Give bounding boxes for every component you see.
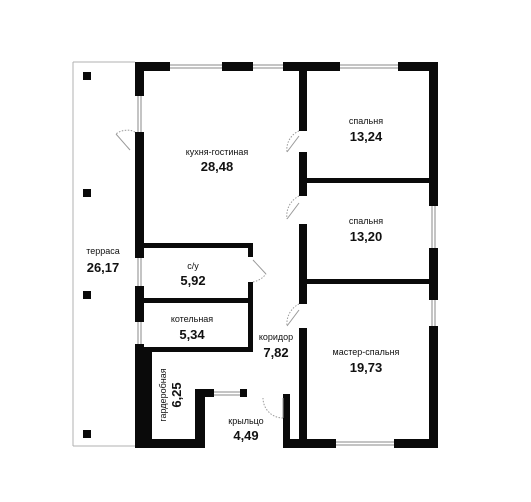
bedroom1-area: 13,24	[350, 129, 383, 144]
labels: терраса 26,17 кухня-гостиная 28,48 спаль…	[86, 116, 399, 443]
door	[115, 129, 136, 151]
boiler-area: 5,34	[179, 327, 205, 342]
bathroom-name: с/у	[187, 261, 199, 271]
wardrobe-area: 6,25	[169, 382, 184, 407]
bedroom2-name: спальня	[349, 216, 383, 226]
terrace-post	[83, 189, 91, 197]
doors	[115, 129, 300, 419]
terrace-post	[83, 430, 91, 438]
bedroom2-area: 13,20	[350, 229, 383, 244]
door	[286, 130, 300, 153]
windows	[135, 62, 438, 448]
door	[286, 303, 300, 327]
porch-name: крыльцо	[228, 416, 263, 426]
window	[135, 322, 144, 344]
porch-area: 4,49	[233, 428, 258, 443]
terrace-area: 26,17	[87, 260, 120, 275]
master-name: мастер-спальня	[333, 347, 400, 357]
door	[262, 397, 284, 419]
door	[286, 195, 300, 220]
terrace-post	[83, 291, 91, 299]
terrace-post	[83, 72, 91, 80]
bathroom-area: 5,92	[180, 273, 205, 288]
terrace-name: терраса	[86, 246, 120, 256]
wardrobe-name: гардеробная	[158, 368, 168, 421]
window	[135, 258, 144, 286]
kitchen-area: 28,48	[201, 159, 234, 174]
window	[340, 62, 398, 71]
window	[135, 96, 144, 132]
window	[429, 300, 438, 326]
window	[214, 389, 240, 397]
master-area: 19,73	[350, 360, 383, 375]
bedroom1-name: спальня	[349, 116, 383, 126]
interior-walls	[144, 71, 429, 448]
window	[253, 62, 283, 71]
boiler-name: котельная	[171, 314, 213, 324]
door	[252, 259, 267, 283]
window	[170, 62, 222, 71]
terrace-posts	[83, 72, 91, 438]
window	[429, 206, 438, 248]
terrace-outline	[72, 61, 135, 447]
window	[336, 439, 394, 448]
corridor-name: коридор	[259, 332, 293, 342]
corridor-area: 7,82	[263, 345, 288, 360]
kitchen-name: кухня-гостиная	[186, 147, 249, 157]
